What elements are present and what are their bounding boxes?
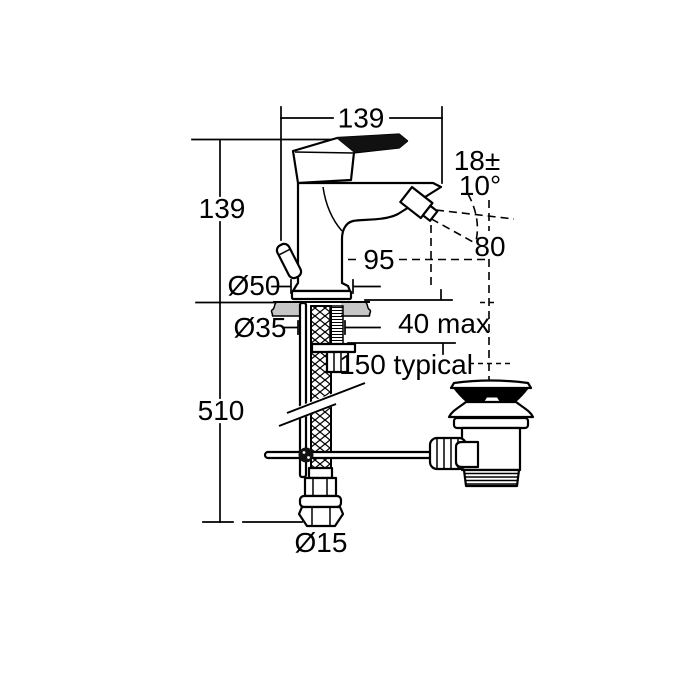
dim-body-height: 139 bbox=[199, 193, 246, 224]
waste-assembly bbox=[428, 379, 535, 488]
mounting-nut bbox=[325, 350, 350, 374]
below-deck-assembly bbox=[263, 301, 436, 528]
waste-flange bbox=[452, 416, 530, 430]
pop-up-knob bbox=[275, 242, 303, 280]
dim-top-width: 139 bbox=[338, 103, 385, 134]
dim-angle-line1: 18± bbox=[454, 145, 501, 176]
faucet bbox=[275, 133, 443, 301]
dim-base-diameter: Ø50 bbox=[228, 270, 281, 301]
tap-handle-blade bbox=[335, 133, 408, 153]
dim-overall-height: 510 bbox=[198, 395, 245, 426]
linkage-rod bbox=[263, 450, 436, 460]
base-plate bbox=[290, 289, 353, 301]
dim-connector-diameter: Ø15 bbox=[295, 527, 348, 558]
dimension-lines bbox=[191, 106, 456, 523]
dim-hole-diameter: Ø35 bbox=[234, 312, 287, 343]
waste-threads bbox=[462, 468, 521, 488]
hose-break-symbol bbox=[278, 381, 366, 427]
ball-joint bbox=[298, 447, 314, 463]
dim-spout-reach: 95 bbox=[363, 244, 394, 275]
deck-cross-section bbox=[270, 301, 372, 317]
dim-angle-line2: 10° bbox=[459, 170, 501, 201]
tap-body bbox=[291, 181, 443, 293]
tap-body-contour bbox=[322, 186, 343, 232]
hose-connector bbox=[297, 466, 345, 528]
waste-plug bbox=[449, 379, 533, 402]
supply-hose bbox=[310, 305, 332, 471]
waste-plug-band bbox=[453, 388, 529, 402]
waste-bell bbox=[447, 400, 535, 419]
threaded-shank bbox=[329, 305, 344, 345]
dim-hose-drop: 150 typical bbox=[339, 349, 473, 380]
aerator bbox=[399, 185, 439, 222]
waste-collar bbox=[454, 440, 480, 469]
dim-deck-thickness: 40 max bbox=[398, 308, 490, 339]
pop-up-rod bbox=[298, 301, 308, 479]
dimension-labels: 139 18± 10° 139 95 80 Ø50 Ø35 40 max 150… bbox=[198, 103, 506, 559]
dim-outlet-height: 80 bbox=[474, 231, 505, 262]
